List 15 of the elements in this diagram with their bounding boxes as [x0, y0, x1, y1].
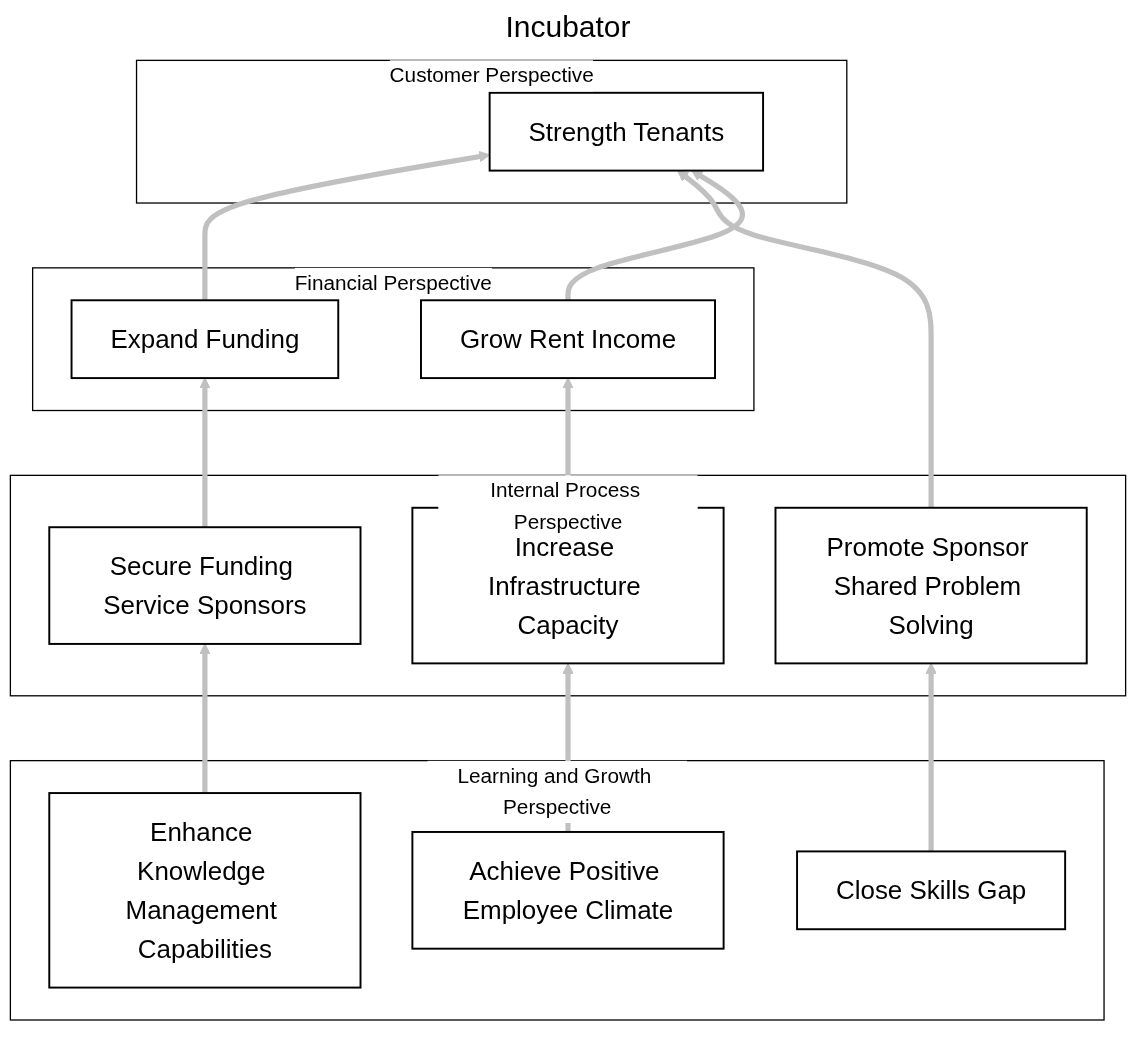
node-box: Achieve Positive Employee Climate	[411, 831, 725, 950]
arrow	[676, 170, 934, 508]
node-box: Close Skills Gap	[796, 850, 1067, 931]
arrow	[202, 150, 491, 301]
diagram-title: Incubator	[505, 10, 631, 44]
arrow	[925, 662, 937, 852]
node-box: Strength Tenants	[488, 91, 765, 172]
arrow	[199, 377, 211, 528]
node-box: Grow Rent Income	[420, 299, 716, 380]
node-box: Expand Funding	[70, 299, 340, 380]
arrow	[565, 170, 745, 301]
node-box: Enhance Knowledge Management Capabilities	[48, 792, 362, 989]
arrow	[199, 643, 211, 794]
node-box: Secure Funding Service Sponsors	[48, 526, 362, 645]
node-box: Promote Sponsor Shared Problem Solving	[774, 506, 1088, 665]
